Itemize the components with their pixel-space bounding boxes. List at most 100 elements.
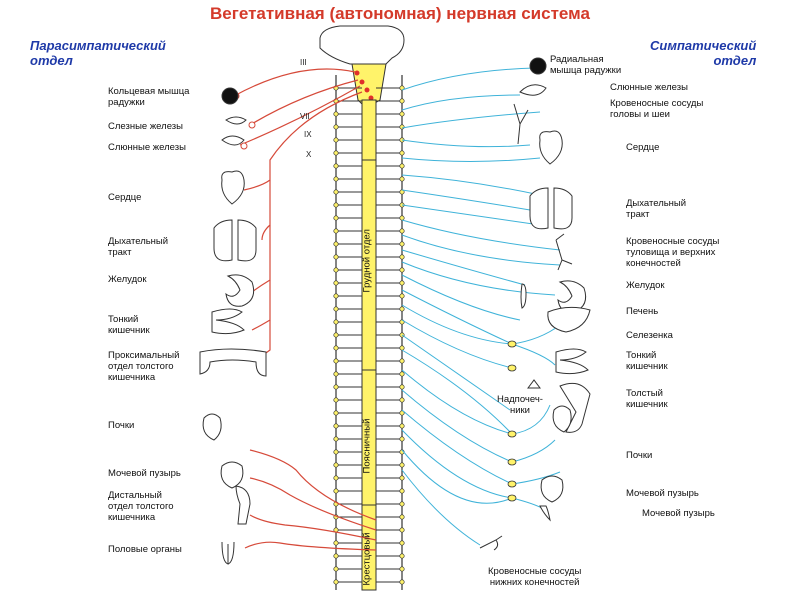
label-salivary-glands-right: Слюнные железы: [610, 82, 688, 93]
cranial-nerve-ix: IX: [304, 130, 312, 139]
chain-ganglion: [399, 553, 405, 559]
chain-ganglion: [399, 514, 405, 520]
chain-ganglion: [333, 202, 339, 208]
chain-ganglion: [333, 254, 339, 260]
prevertebral-ganglia: [507, 340, 517, 502]
label-small-intestine-left: Тонкий кишечник: [108, 314, 150, 336]
chain-ganglion: [399, 176, 405, 182]
label-stomach-left: Желудок: [108, 274, 147, 285]
chain-ganglion: [333, 579, 339, 585]
chain-ganglion: [399, 306, 405, 312]
label-bladder-right-2: Мочевой пузырь: [642, 508, 715, 519]
cranial-nerve-iii: III: [300, 58, 307, 67]
sympathetic-nerves: [401, 67, 561, 546]
chain-ganglion: [333, 293, 339, 299]
label-genitals: Половые органы: [108, 544, 182, 555]
chain-ganglion: [399, 384, 405, 390]
label-small-intestine-right: Тонкий кишечник: [626, 350, 668, 372]
right-bladder-icon: [540, 475, 564, 503]
right-small-intestine-icon: [555, 348, 589, 375]
chain-ganglion: [333, 150, 339, 156]
chain-ganglion: [333, 241, 339, 247]
left-kidney-icon: [202, 413, 222, 441]
parasympathetic-nerves: [233, 68, 377, 551]
chain-ganglion: [333, 267, 339, 273]
chain-ganglion: [333, 423, 339, 429]
chain-ganglion: [333, 306, 339, 312]
label-iris-dilator: Радиальная мышца радужки: [550, 54, 622, 76]
right-spleen-icon: [520, 283, 527, 309]
label-spleen: Селезенка: [626, 330, 673, 341]
label-liver: Печень: [626, 306, 659, 317]
chain-ganglion: [333, 124, 339, 130]
sympathetic-title-line2: отдел: [713, 53, 757, 68]
label-heart-left: Сердце: [108, 192, 142, 203]
chain-ganglion: [399, 436, 405, 442]
chain-ganglion: [399, 241, 405, 247]
chain-ganglion: [399, 488, 405, 494]
chain-ganglion: [399, 540, 405, 546]
chain-ganglion: [333, 540, 339, 546]
chain-ganglion: [333, 462, 339, 468]
chain-ganglion: [333, 189, 339, 195]
chain-ganglion: [399, 345, 405, 351]
label-respiratory-right: Дыхательный тракт: [626, 198, 687, 220]
left-distal-colon-icon: [235, 485, 251, 525]
chain-ganglion: [333, 553, 339, 559]
chain-ganglion: [399, 579, 405, 585]
spinal-cord: [361, 99, 377, 591]
label-adrenal-glands: Надпочеч- ники: [497, 394, 543, 416]
sacral-segment-label: Крестцовый: [361, 532, 373, 586]
chain-ganglion: [333, 280, 339, 286]
chain-ganglion: [399, 98, 405, 104]
diagram-title: Вегетативная (автономная) нервная систем…: [210, 4, 590, 23]
chain-ganglion: [333, 228, 339, 234]
label-kidneys-left: Почки: [108, 420, 135, 431]
chain-ganglion: [333, 111, 339, 117]
chain-ganglion: [333, 358, 339, 364]
chain-ganglion: [399, 410, 405, 416]
cranial-nerve-vii: VII: [300, 112, 310, 121]
label-respiratory-left: Дыхательный тракт: [108, 236, 169, 258]
label-large-intestine-right: Толстый кишечник: [626, 388, 668, 410]
right-trunk-vessels-icon: [555, 233, 573, 271]
chain-ganglion: [333, 475, 339, 481]
chain-ganglion: [333, 137, 339, 143]
chain-ganglion: [399, 280, 405, 286]
sympathetic-title: Симпатический отдел: [650, 38, 756, 68]
label-distal-colon: Дистальный отдел толстого кишечника: [108, 490, 174, 523]
right-organ-icons: [479, 57, 591, 551]
left-heart-icon: [221, 170, 245, 205]
chain-ganglion: [333, 176, 339, 182]
left-eye-icon: [221, 87, 239, 105]
chain-ganglion: [333, 397, 339, 403]
parasympathetic-nuclei: [354, 70, 374, 101]
sympathetic-title-line1: Симпатический: [650, 38, 757, 53]
label-lower-limb-vessels: Кровеносные сосуды нижних конечностей: [488, 566, 582, 588]
chain-ganglion: [399, 163, 405, 169]
chain-ganglion: [399, 228, 405, 234]
chain-ganglion: [333, 488, 339, 494]
chain-ganglion: [399, 215, 405, 221]
chain-ganglion: [399, 124, 405, 130]
right-eye-icon: [529, 57, 547, 75]
chain-ganglion: [399, 566, 405, 572]
chain-ganglion: [333, 410, 339, 416]
left-small-intestine-icon: [211, 308, 245, 335]
chain-ganglion: [399, 475, 405, 481]
thoracic-segment-label: Грудной отдел: [361, 229, 373, 293]
left-stomach-icon: [225, 274, 255, 307]
left-genitals-icon: [221, 541, 235, 565]
chain-ganglion: [399, 462, 405, 468]
left-lungs-icon: [213, 219, 257, 262]
right-large-intestine-icon: [559, 382, 591, 433]
left-salivary-gland-icon: [221, 135, 245, 146]
adrenal-gland-icon: [527, 379, 541, 389]
label-head-neck-vessels: Кровеносные сосуды головы и шеи: [610, 98, 704, 120]
chain-ganglion: [399, 371, 405, 377]
chain-ganglion: [399, 527, 405, 533]
chain-ganglion: [399, 293, 405, 299]
chain-ganglion: [399, 189, 405, 195]
sympathetic-chain-ganglia: [333, 85, 405, 585]
